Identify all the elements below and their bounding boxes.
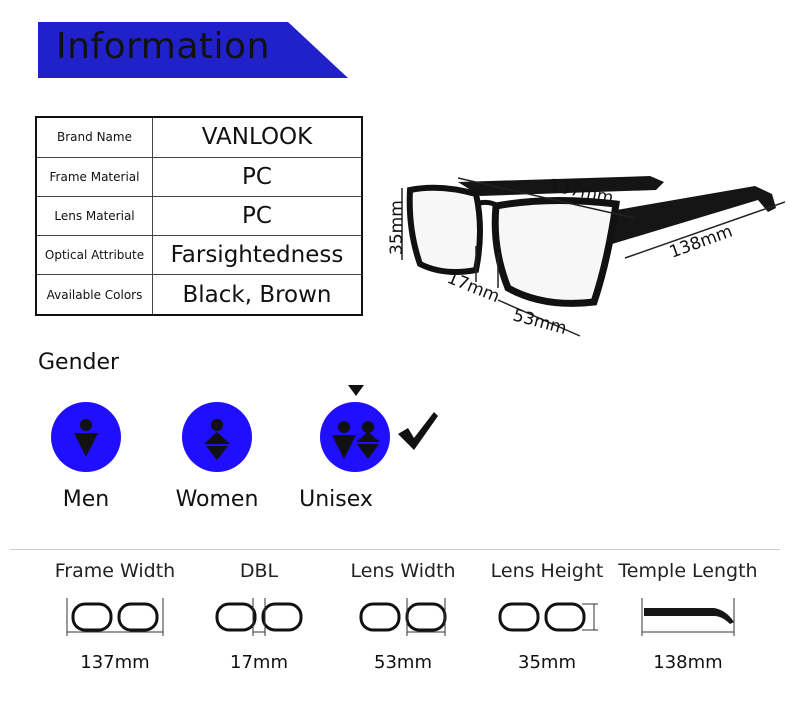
table-row: Lens Material PC bbox=[35, 195, 363, 237]
frame-width-icon bbox=[66, 598, 164, 636]
spec-label: Optical Attribute bbox=[35, 235, 153, 276]
measure-value: 17mm bbox=[230, 652, 288, 673]
checkmark-icon bbox=[396, 410, 440, 454]
table-row: Frame Material PC bbox=[35, 156, 363, 197]
measure-lens-height: Lens Height 35mm bbox=[472, 560, 622, 673]
spec-value: PC bbox=[152, 195, 363, 237]
dim-bridge: 17mm bbox=[444, 268, 502, 307]
spec-value: Black, Brown bbox=[152, 274, 363, 316]
measure-lens-width: Lens Width 53mm bbox=[328, 560, 478, 673]
measure-value: 137mm bbox=[80, 652, 150, 673]
gender-label-unisex: Unisex bbox=[299, 487, 373, 512]
dim-temple-length: 138mm bbox=[667, 221, 735, 262]
banner-shape bbox=[38, 22, 348, 78]
dim-lens-height: 35mm bbox=[387, 200, 407, 255]
far-temple bbox=[458, 176, 664, 196]
spec-label: Brand Name bbox=[35, 116, 153, 158]
glasses-dimension-diagram: 35mm 137mm 138mm 17mm 53mm bbox=[380, 160, 786, 349]
measure-label: Lens Height bbox=[490, 560, 604, 582]
measure-label: Frame Width bbox=[54, 560, 176, 582]
gender-label-men: Men bbox=[62, 487, 110, 512]
measure-label: DBL bbox=[239, 560, 279, 582]
selected-pointer-icon bbox=[348, 385, 364, 396]
table-row: Optical Attribute Farsightedness bbox=[35, 235, 363, 276]
unisex-icon bbox=[320, 402, 390, 472]
measure-value: 138mm bbox=[653, 652, 723, 673]
table-row: Available Colors Black, Brown bbox=[35, 274, 363, 316]
spec-label: Frame Material bbox=[35, 156, 153, 197]
section-divider bbox=[10, 549, 780, 550]
spec-label: Available Colors bbox=[35, 274, 153, 316]
table-row: Brand Name VANLOOK bbox=[35, 116, 363, 158]
measure-frame-width: Frame Width 137mm bbox=[40, 560, 190, 673]
lens-width-icon bbox=[359, 598, 447, 636]
measure-value: 35mm bbox=[518, 652, 576, 673]
spec-value: VANLOOK bbox=[152, 116, 363, 158]
measure-temple-length: Temple Length 138mm bbox=[613, 560, 763, 673]
measure-label: Lens Width bbox=[350, 560, 456, 582]
frame-width-line bbox=[457, 177, 635, 219]
measure-value: 53mm bbox=[374, 652, 432, 673]
spec-value: Farsightedness bbox=[152, 235, 363, 276]
left-lens bbox=[406, 184, 483, 275]
spec-table: Brand Name VANLOOK Frame Material PC Len… bbox=[35, 116, 363, 316]
temple-length-line bbox=[624, 201, 786, 259]
gender-label-women: Women bbox=[175, 487, 259, 512]
dim-lens-width: 53mm bbox=[511, 306, 569, 339]
information-banner: Information bbox=[38, 22, 348, 78]
women-icon bbox=[182, 402, 252, 472]
right-lens bbox=[491, 196, 620, 307]
dbl-icon bbox=[215, 598, 303, 636]
temple-length-icon bbox=[641, 598, 735, 636]
measure-dbl: DBL 17mm bbox=[184, 560, 334, 673]
lens-height-icon bbox=[498, 602, 598, 632]
measure-label: Temple Length bbox=[618, 560, 758, 582]
near-temple bbox=[605, 186, 776, 244]
men-icon bbox=[51, 402, 121, 472]
lens-width-line bbox=[497, 299, 581, 337]
spec-label: Lens Material bbox=[35, 195, 153, 237]
spec-value: PC bbox=[152, 156, 363, 197]
banner-title: Information bbox=[56, 26, 270, 67]
gender-title: Gender bbox=[38, 350, 120, 375]
